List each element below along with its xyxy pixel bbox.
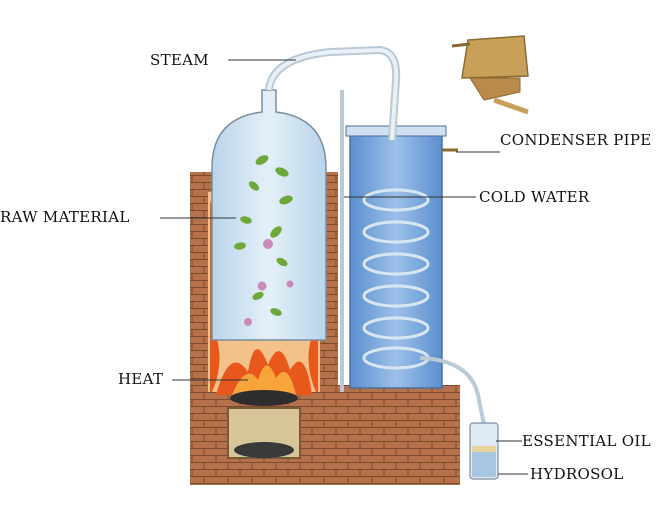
funnel xyxy=(461,35,529,79)
condenser-tank xyxy=(349,129,443,389)
raw-material-icon xyxy=(234,155,293,316)
label-steam: STEAM xyxy=(150,51,209,69)
label-condenser-pipe: CONDENSER PIPE xyxy=(500,131,652,149)
label-hydrosol: HYDROSOL xyxy=(530,465,624,483)
condenser-coil xyxy=(362,188,430,370)
label-raw-material: RAW MATERIAL xyxy=(0,208,130,226)
glass-still xyxy=(211,89,327,341)
label-essential-oil: ESSENTIAL OIL xyxy=(522,432,651,450)
flames xyxy=(210,200,318,395)
outlet-pipe xyxy=(419,356,486,426)
label-heat: HEAT xyxy=(118,370,163,388)
label-cold-water: COLD WATER xyxy=(479,188,590,206)
